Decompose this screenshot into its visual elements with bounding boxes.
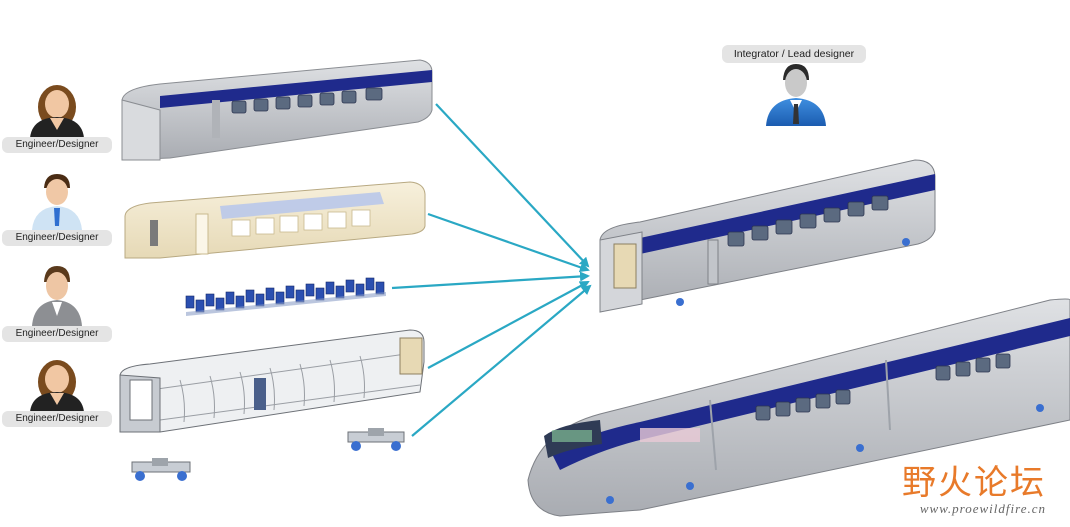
engineer-female-avatar	[30, 85, 84, 138]
watermark-logo-text: 野火论坛	[902, 463, 1046, 503]
watermark-url: www.proewildfire.cn	[919, 501, 1046, 516]
carbody-frame	[119, 329, 425, 433]
engineer-male-avatar	[32, 174, 82, 230]
engineer-label: Engineer/Designer	[2, 326, 112, 342]
bogie-2	[131, 458, 191, 481]
lead-designer-avatar	[766, 64, 826, 126]
engineer-female-avatar-2	[30, 360, 84, 412]
engineer-label: Engineer/Designer	[2, 137, 112, 153]
arrow-shell	[435, 103, 590, 268]
seat-assembly	[185, 277, 385, 313]
assembly-arrows	[391, 103, 592, 437]
watermark: 野火论坛 www.proewildfire.cn	[902, 465, 1046, 517]
arrow-frame	[427, 281, 590, 369]
engineer-male-suit-avatar	[32, 266, 82, 326]
carbody-exterior-shell	[121, 59, 433, 161]
lead-designer-label: Integrator / Lead designer	[722, 45, 866, 63]
engineer-label: Engineer/Designer	[2, 230, 112, 246]
high-speed-train	[527, 298, 1070, 517]
bogie-1	[347, 428, 405, 451]
engineer-label: Engineer/Designer	[2, 411, 112, 427]
arrow-seats	[391, 271, 590, 290]
arrow-interior	[427, 212, 590, 273]
assembled-carbody	[599, 159, 936, 313]
arrow-bogie	[411, 284, 592, 437]
carbody-interior-shell	[124, 181, 426, 259]
